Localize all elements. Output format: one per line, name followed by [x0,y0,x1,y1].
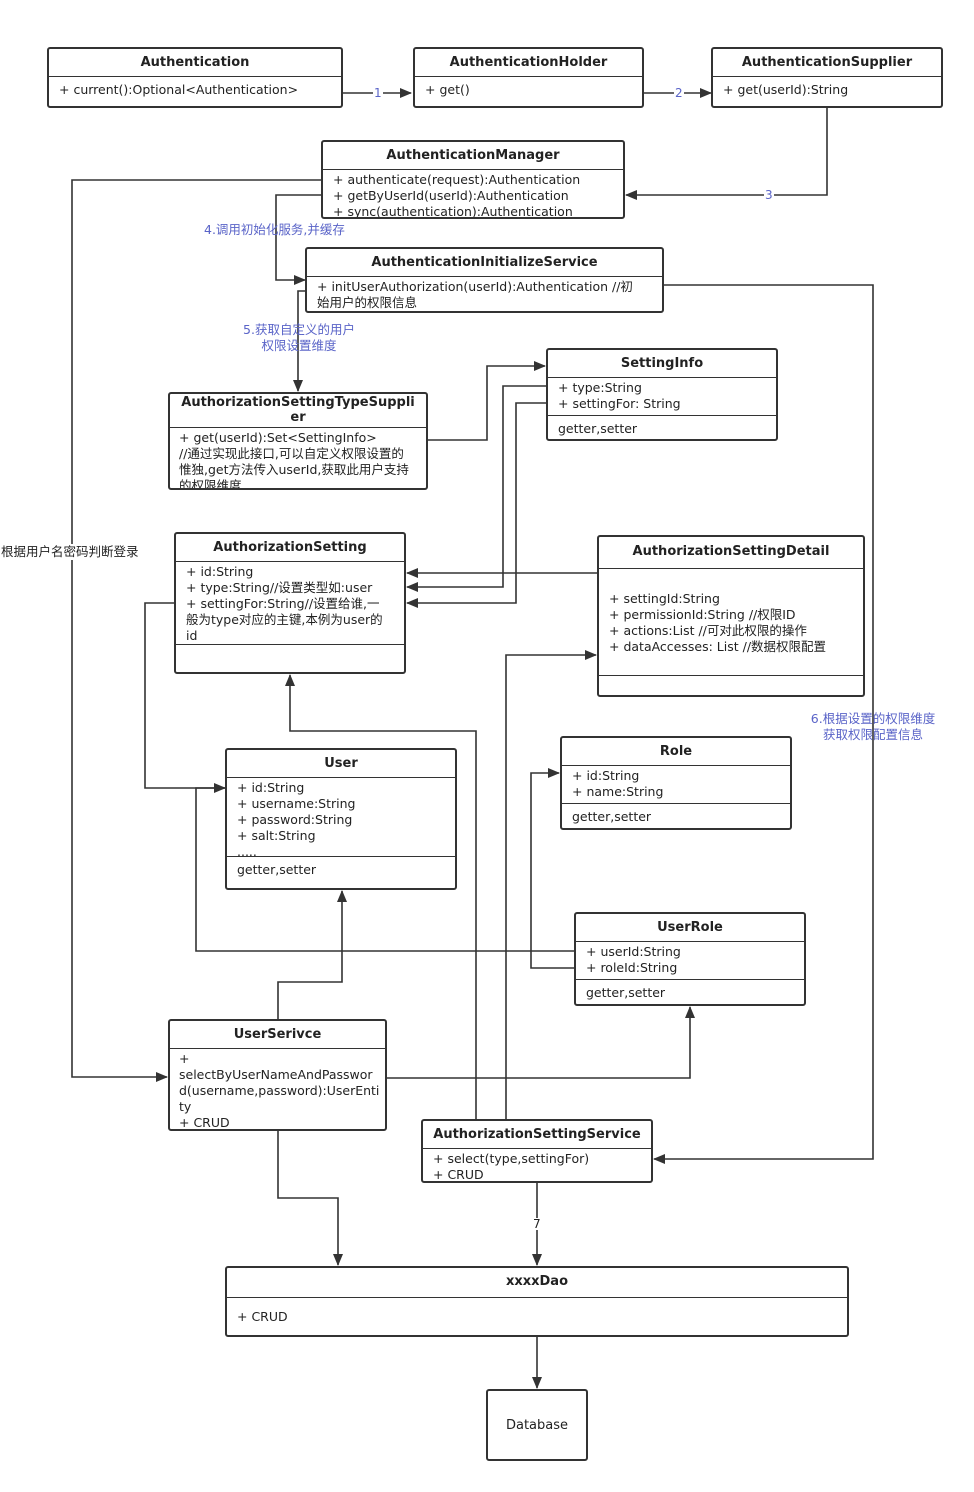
edge-service-to-setting [285,674,477,1120]
class-authorization-setting-type-supplier[interactable]: AuthorizationSettingTypeSuppli er + get(… [168,392,428,490]
class-authentication-manager[interactable]: AuthenticationManager + authenticate(req… [321,140,625,219]
class-members: + settingId:String + permissionId:String… [609,591,827,654]
class-members: + type:String + settingFor: String [558,380,681,411]
class-members: + initUserAuthorization(userId):Authenti… [317,279,633,310]
class-members: + selectByUserNameAndPasswor d(username,… [179,1051,380,1130]
edge-label-login: 根据用户名密码判断登录 [1,544,139,560]
class-members: + get() [425,82,470,97]
class-operations [176,644,404,650]
edge-setting-to-user [144,602,226,793]
class-name: AuthorizationSettingDetail [599,537,863,569]
class-user[interactable]: User + id:String + username:String + pas… [225,748,457,890]
class-members: + get(userId):Set<SettingInfo> //通过实现此接口… [179,430,409,490]
class-authentication[interactable]: Authentication + current():Optional<Auth… [47,47,343,108]
edge-setting-info-for-to-setting [406,402,547,608]
class-user-role[interactable]: UserRole + userId:String + roleId:String… [574,912,806,1006]
edge-userservice-to-user [277,890,347,1020]
edge-label-7: 7 [532,1217,542,1231]
database-label: Database [505,1417,569,1433]
class-name: Role [562,738,790,766]
class-operations: getter,setter [562,803,790,828]
class-operations: getter,setter [227,856,455,881]
class-authorization-setting-service[interactable]: AuthorizationSettingService + select(typ… [421,1119,653,1183]
class-operations: getter,setter [548,415,776,439]
class-members: + authenticate(request):Authentication +… [333,172,581,219]
class-members: + current():Optional<Authentication> [59,82,299,97]
edge-label-5: 5.获取自定义的用户 权限设置维度 [243,322,355,353]
class-members: + id:String + name:String [572,768,664,799]
class-name: AuthorizationSettingTypeSuppli er [170,394,426,428]
class-name: UserSerivce [170,1021,385,1049]
class-name: xxxxDao [227,1268,847,1298]
class-dao[interactable]: xxxxDao + CRUD [225,1266,849,1337]
class-name: AuthenticationManager [323,142,623,170]
edge-label-4: 4.调用初始化服务,并缓存 [204,222,345,237]
class-user-service[interactable]: UserSerivce + selectByUserNameAndPasswor… [168,1019,387,1131]
class-authentication-initialize-service[interactable]: AuthenticationInitializeService + initUs… [305,247,664,313]
class-name: AuthorizationSetting [176,534,404,562]
edge-label-1: 1 [373,86,383,100]
edge-manager-init-service [275,194,322,285]
class-members: + get(userId):String [723,82,849,97]
class-role[interactable]: Role + id:String + name:String getter,se… [560,736,792,830]
edge-init-service-type-supplier [293,290,306,392]
edge-userservice-to-userrole [386,1006,695,1079]
class-name: User [227,750,455,778]
class-name: AuthenticationInitializeService [307,249,662,277]
edge-userservice-to-dao [277,1130,343,1266]
edge-manager-to-userservice [71,179,322,1082]
class-name: UserRole [576,914,804,942]
class-members: + id:String + username:String + password… [237,780,356,859]
class-authentication-holder[interactable]: AuthenticationHolder + get() [413,47,644,108]
edge-setting-info-type-to-setting [406,385,547,592]
edge-type-supplier-setting-info [427,361,546,441]
class-members: + id:String + type:String//设置类型如:user + … [186,564,383,643]
class-authorization-setting[interactable]: AuthorizationSetting + id:String + type:… [174,532,406,674]
edge-label-6: 6.根据设置的权限维度 获取权限配置信息 [810,711,936,742]
class-authorization-setting-detail[interactable]: AuthorizationSettingDetail + settingId:S… [597,535,865,697]
class-members: + CRUD [237,1309,288,1324]
class-authentication-supplier[interactable]: AuthenticationSupplier + get(userId):Str… [711,47,943,108]
class-name: AuthenticationSupplier [713,49,941,77]
class-name: SettingInfo [548,350,776,378]
class-name: AuthenticationHolder [415,49,642,77]
class-name: AuthorizationSettingService [423,1121,651,1149]
edge-userrole-to-user [195,787,575,952]
class-members: + select(type,settingFor) + CRUD [433,1151,590,1182]
edge-supplier-manager [625,108,828,200]
edge-label-2: 2 [674,86,684,100]
edge-userrole-to-role [530,768,575,969]
class-setting-info[interactable]: SettingInfo + type:String + settingFor: … [546,348,778,441]
class-name: Authentication [49,49,341,77]
edge-init-service-to-setting-service [653,284,874,1164]
edge-service-to-detail [505,650,597,1120]
class-operations [599,675,863,681]
edge-label-3: 3 [764,188,774,202]
class-operations: getter,setter [576,979,804,1004]
database-node[interactable]: Database [486,1389,588,1461]
class-members: + userId:String + roleId:String [586,944,681,975]
